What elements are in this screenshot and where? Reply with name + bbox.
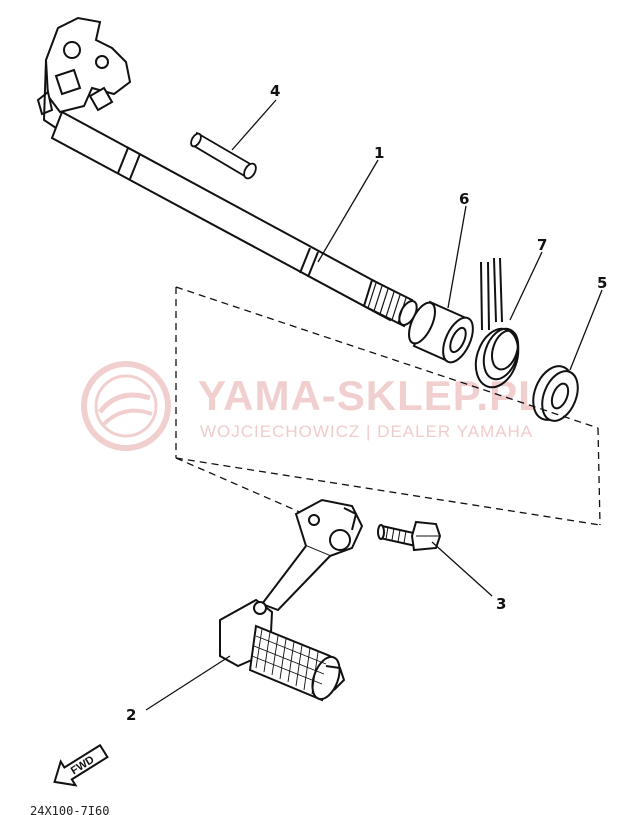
- part-4-dowel-pin: [190, 131, 257, 180]
- fwd-arrow-icon: FWD: [53, 743, 109, 787]
- part-1-shift-shaft: [36, 16, 418, 328]
- assembly-outline: [175, 286, 601, 526]
- callout-2: 2: [126, 706, 136, 724]
- watermark-logo-icon: [81, 361, 171, 451]
- watermark-title: YAMA-SKLEP.PL: [198, 372, 545, 419]
- callout-4: 4: [270, 82, 280, 100]
- part-6-collar: [408, 300, 474, 364]
- watermark-subtitle: WOJCIECHOWICZ | DEALER YAMAHA: [200, 422, 533, 441]
- callout-6: 6: [459, 190, 469, 208]
- callout-3: 3: [496, 595, 506, 613]
- part-5-oil-seal: [532, 365, 579, 422]
- callout-1: 1: [374, 144, 384, 162]
- callout-7: 7: [537, 236, 547, 254]
- callout-5: 5: [597, 274, 607, 292]
- callout-numbers: 4 1 6 7 5 3 2: [126, 82, 607, 724]
- part-code: 24X100-7I60: [30, 804, 109, 815]
- watermark: YAMA-SKLEP.PL WOJCIECHOWICZ | DEALER YAM…: [81, 361, 545, 451]
- callout-leaders: [145, 99, 603, 711]
- part-7-return-spring: [474, 257, 520, 389]
- part-2-shift-pedal: [219, 498, 364, 702]
- part-3-bolt: [377, 520, 442, 552]
